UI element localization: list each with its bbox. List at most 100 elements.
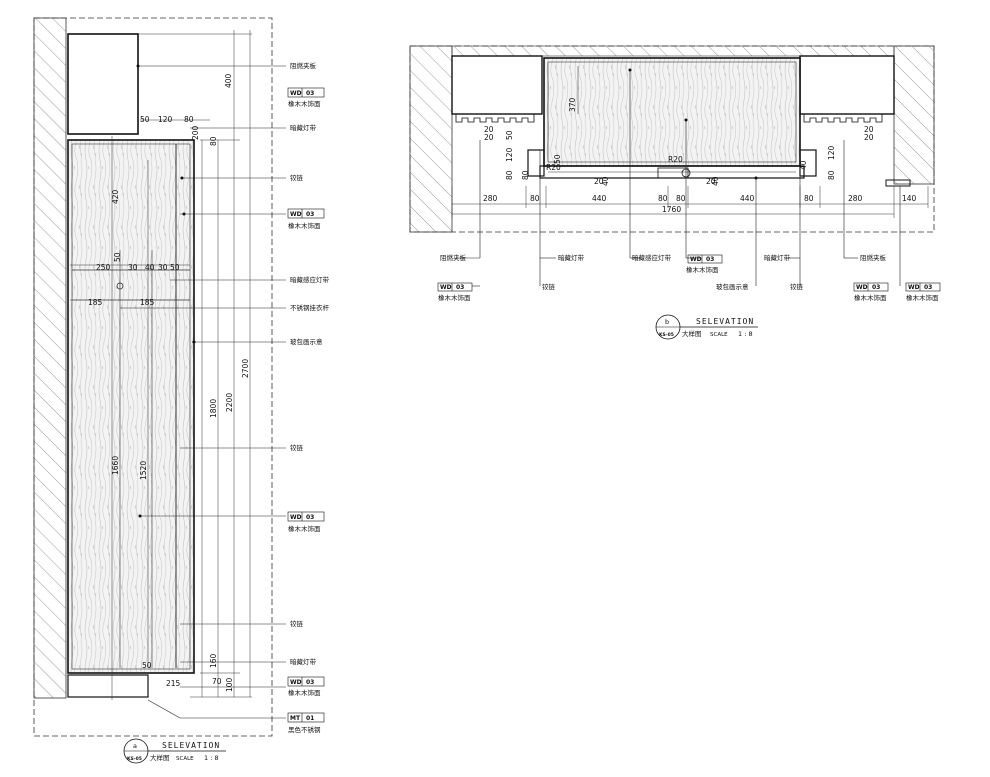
dim-280: 280	[848, 194, 863, 203]
label-hidden-light: 暗藏灯带	[558, 253, 585, 262]
material-tag: WD 03	[437, 282, 473, 292]
svg-text:03: 03	[706, 256, 714, 263]
dim-80: 80	[658, 194, 668, 203]
dim-20: 20	[864, 133, 874, 142]
svg-text:WD: WD	[908, 284, 920, 291]
title-a: SELEVATION	[162, 741, 220, 750]
svg-text:WD: WD	[290, 514, 302, 521]
material-tag: WD 03	[287, 87, 325, 98]
dim-80: 80	[804, 194, 814, 203]
center-panel-b	[543, 57, 801, 167]
dim-20: 20	[864, 125, 874, 134]
svg-text:a: a	[133, 742, 137, 750]
material-tag: MT 01	[287, 712, 325, 723]
dim-160: 160	[209, 653, 218, 668]
dim-440: 440	[740, 194, 755, 203]
dim-120: 120	[505, 147, 514, 162]
dim-50: 50	[113, 252, 122, 262]
wardrobe-panel-a	[67, 139, 195, 674]
dim-200: 200	[191, 125, 200, 140]
label-hidden-light: 暗藏灯带	[290, 657, 317, 666]
label-oak-veneer: 橡木木饰面	[288, 99, 321, 108]
label-oak-veneer: 橡木木饰面	[288, 524, 321, 533]
dim-80: 80	[530, 194, 540, 203]
label-hinge: 铰链	[290, 443, 304, 452]
svg-text:03: 03	[306, 514, 314, 521]
wall-hatch-right-b	[893, 45, 935, 185]
dim-40: 40	[799, 160, 808, 170]
label-sensor-light: 暗藏感应灯带	[632, 253, 672, 262]
svg-text:大样图: 大样图	[150, 753, 170, 762]
dim-420: 420	[111, 189, 120, 204]
label-oak-veneer: 橡木木饰面	[288, 688, 321, 697]
dim-30: 30	[158, 263, 168, 272]
label-oak-veneer: 橡木木饰面	[854, 293, 887, 302]
dim-1520: 1520	[139, 461, 148, 480]
label-hinge: 铰链	[542, 282, 556, 291]
label-fire-plywood: 阻燃夹板	[290, 61, 317, 70]
label-sensor-light: 暗藏感应灯带	[290, 275, 330, 284]
svg-text:1 : 8: 1 : 8	[204, 754, 219, 762]
label-black-steel: 黑色不锈钢	[288, 725, 321, 734]
dim-80: 80	[184, 115, 194, 124]
dim-40: 40	[145, 263, 155, 272]
svg-text:WD: WD	[690, 256, 702, 263]
dim-440: 440	[592, 194, 607, 203]
dim-1800: 1800	[209, 399, 218, 418]
svg-text:01: 01	[306, 715, 314, 722]
elevation-b: 370 20 20 50 120 80 50 80 80 120 20 20 R…	[409, 45, 941, 340]
dim-2700: 2700	[241, 359, 250, 378]
material-tag: WD 03	[287, 511, 325, 522]
dim-20: 20	[484, 133, 494, 142]
svg-text:03: 03	[306, 211, 314, 218]
svg-text:03: 03	[456, 284, 464, 291]
svg-text:大样图: 大样图	[682, 329, 702, 338]
dim-40: 40	[601, 176, 610, 186]
label-oak-veneer: 橡木木饰面	[288, 221, 321, 230]
dim-50: 50	[142, 661, 152, 670]
label-painting: 玻包画示意	[290, 337, 323, 346]
dim-30: 30	[128, 263, 138, 272]
dim-120: 120	[827, 145, 836, 160]
svg-text:KS-05: KS-05	[659, 332, 674, 338]
dim-280: 280	[483, 194, 498, 203]
dim-120: 120	[158, 115, 173, 124]
elevation-a: 400 50 120 80 200 80 420 250 50 30 40 30…	[33, 17, 330, 764]
material-tag: WD 03	[287, 676, 325, 687]
label-hidden-light: 暗藏灯带	[290, 123, 317, 132]
label-hinge: 铰链	[290, 173, 304, 182]
dim-50: 50	[140, 115, 150, 124]
dim-50: 50	[170, 263, 180, 272]
dim-140: 140	[902, 194, 917, 203]
dim-100: 100	[225, 677, 234, 692]
label-oak-veneer: 橡木木饰面	[686, 265, 719, 274]
dim-20: 20	[706, 177, 716, 186]
svg-text:SCALE: SCALE	[176, 756, 194, 762]
dim-r20: R20	[546, 163, 561, 172]
material-tag: WD 03	[287, 208, 325, 219]
dim-20: 20	[484, 125, 494, 134]
svg-text:WD: WD	[856, 284, 868, 291]
top-cabinet-a	[67, 33, 139, 135]
dim-370: 370	[568, 97, 577, 112]
label-oak-veneer: 橡木木饰面	[906, 293, 939, 302]
label-hinge: 铰链	[790, 282, 804, 291]
svg-text:03: 03	[306, 90, 314, 97]
material-tag: WD 03	[687, 254, 723, 264]
svg-text:WD: WD	[290, 679, 302, 686]
dim-80: 80	[505, 170, 514, 180]
svg-text:1 : 8: 1 : 8	[738, 330, 753, 338]
label-painting: 玻包画示意	[716, 282, 749, 291]
dim-1660: 1660	[111, 456, 120, 475]
dim-80: 80	[521, 170, 530, 180]
svg-text:SCALE: SCALE	[710, 332, 728, 338]
label-fire-plywood: 阻燃夹板	[440, 253, 467, 262]
svg-text:03: 03	[306, 679, 314, 686]
dim-80: 80	[209, 136, 218, 146]
material-tag: WD 03	[905, 282, 941, 292]
label-fire-plywood: 阻燃夹板	[860, 253, 887, 262]
svg-text:b: b	[665, 318, 669, 326]
dim-70: 70	[212, 677, 222, 686]
wall-hatch-left-b	[409, 45, 453, 233]
dim-250: 250	[96, 263, 111, 272]
